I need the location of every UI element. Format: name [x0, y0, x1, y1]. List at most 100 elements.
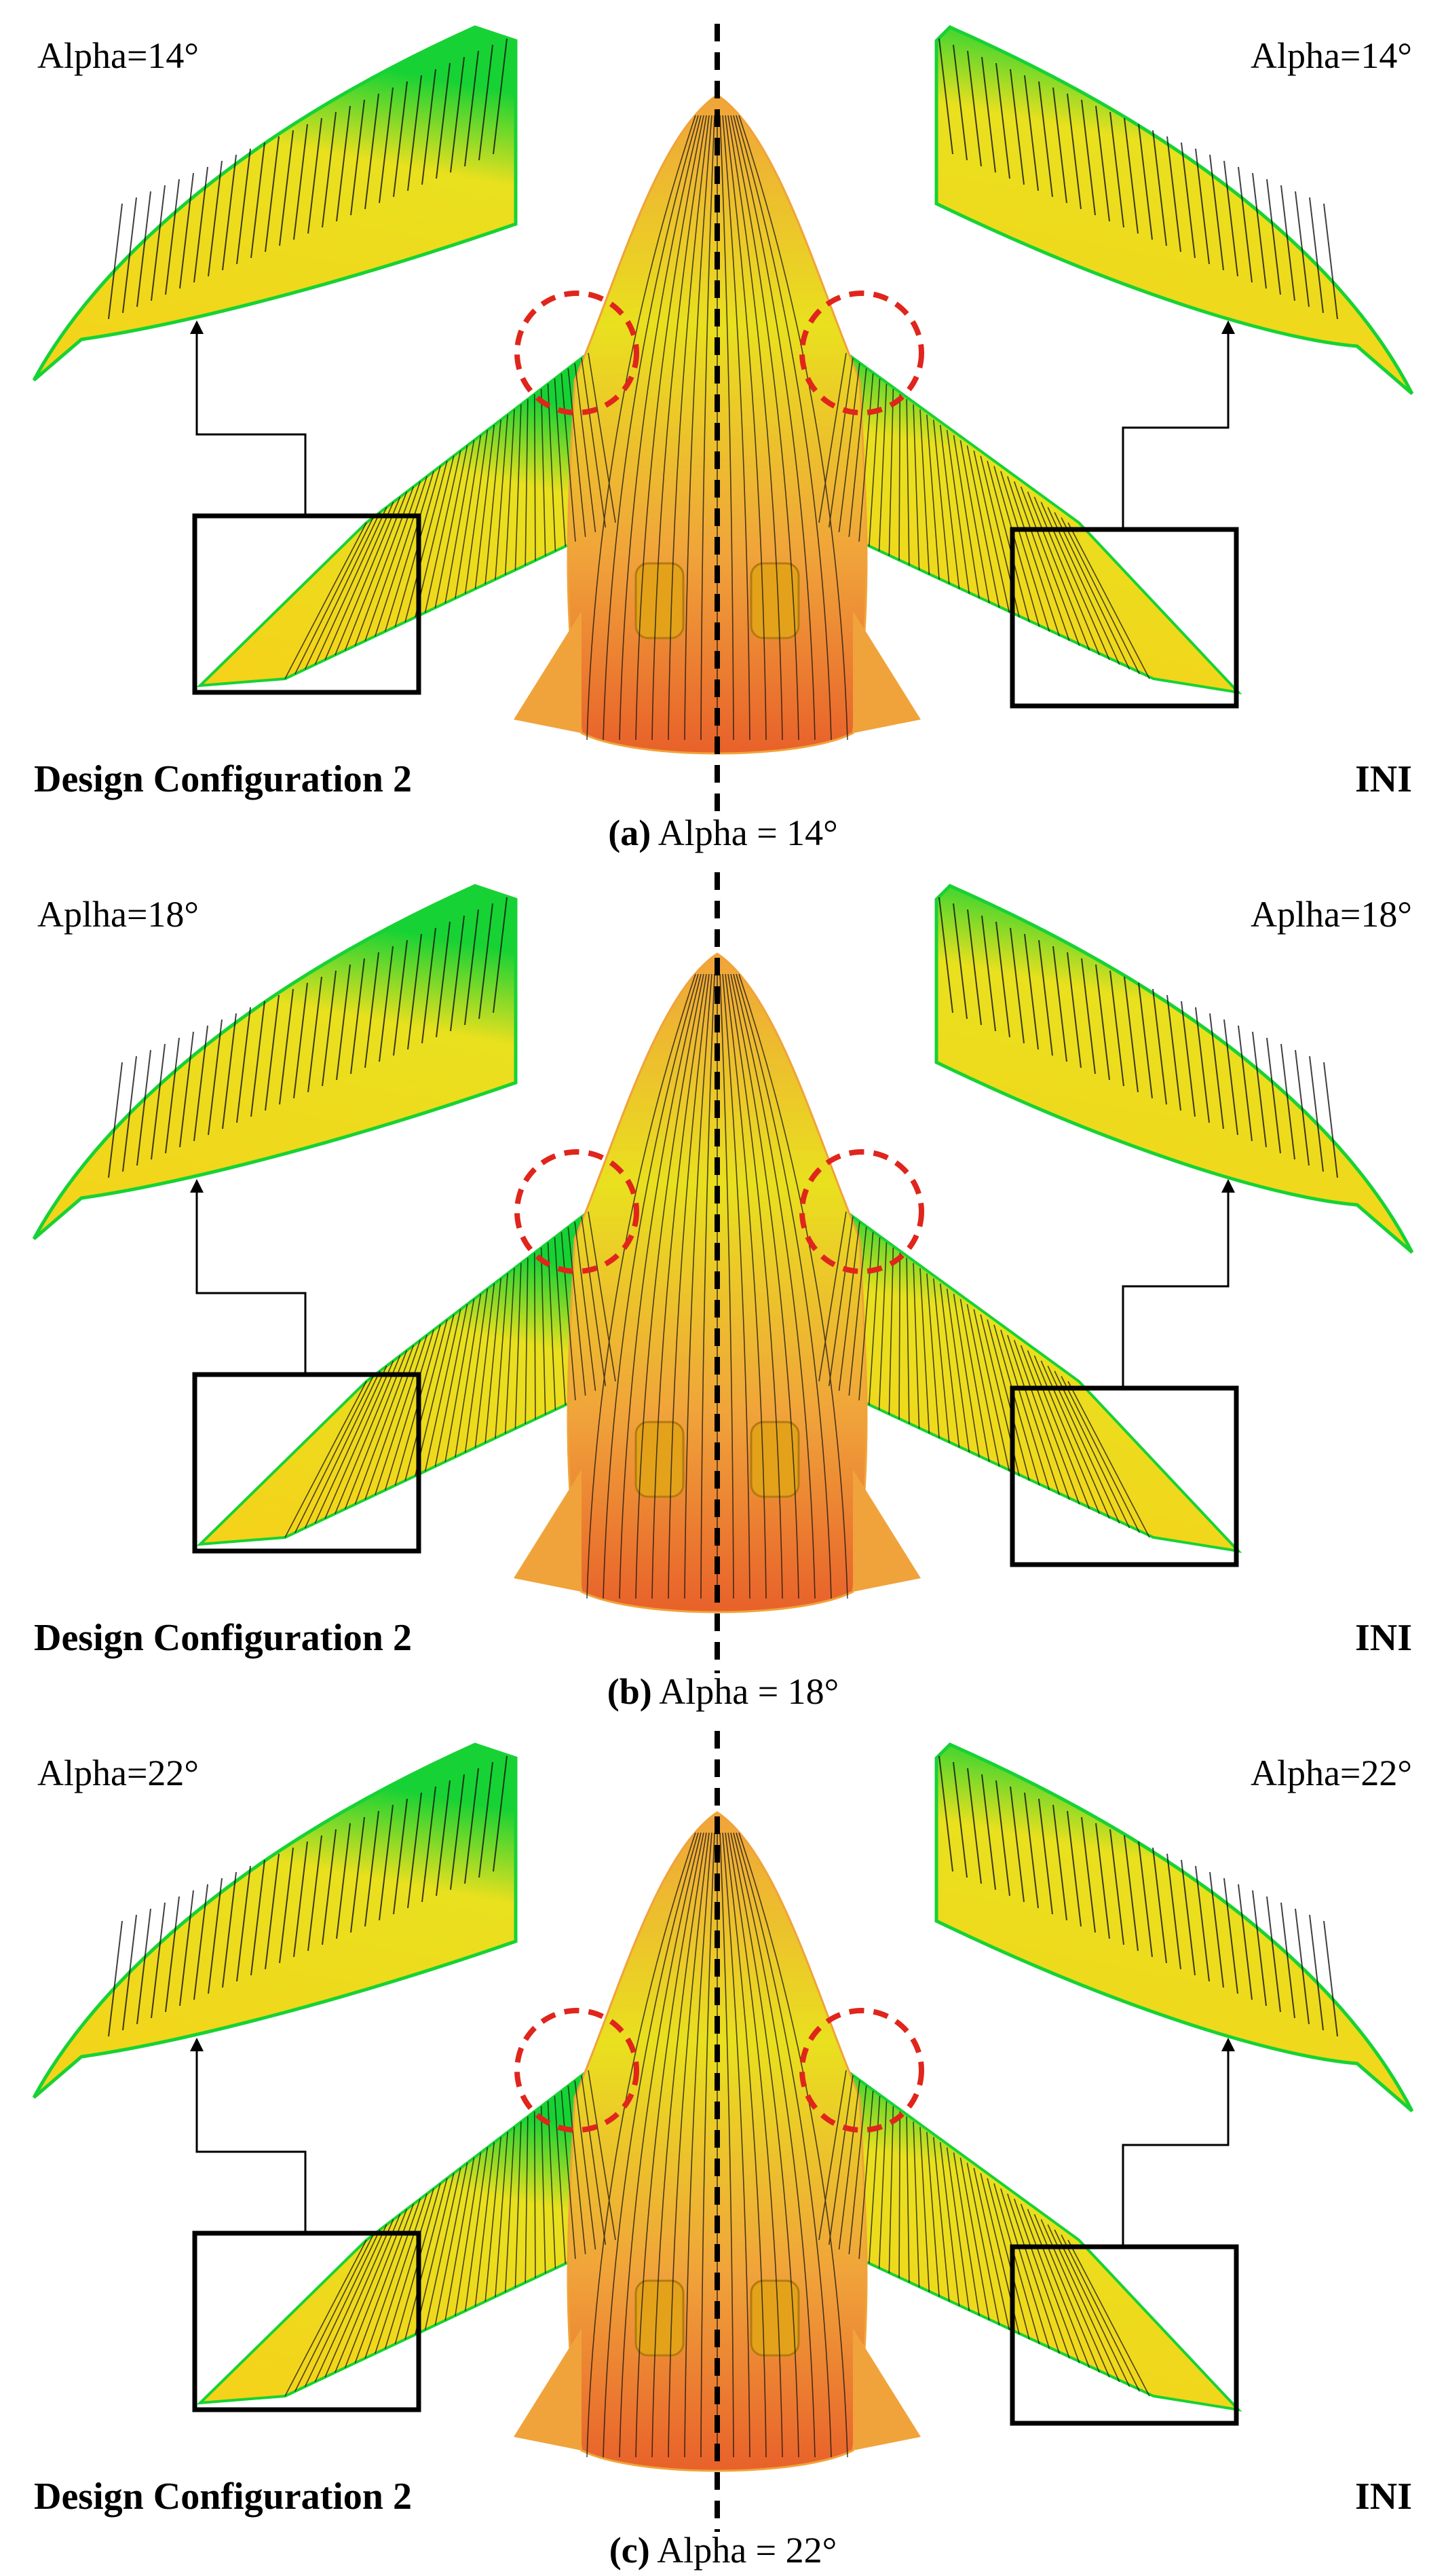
streamline	[906, 2116, 910, 2283]
streamline	[1095, 1823, 1110, 1939]
streamline	[953, 2152, 980, 2316]
streamline	[719, 115, 734, 741]
streamline	[736, 973, 832, 1599]
streamline	[284, 522, 367, 679]
streamline	[993, 466, 1040, 627]
streamline	[122, 1914, 137, 2031]
streamline	[966, 2163, 1000, 2326]
streamline	[514, 2121, 522, 2288]
streamline	[858, 1232, 874, 1400]
streamline	[236, 1007, 251, 1123]
streamline	[1266, 1037, 1281, 1154]
streamline	[926, 1273, 940, 1438]
streamline	[888, 1248, 894, 1415]
streamline	[379, 946, 394, 1062]
streamline	[1054, 512, 1130, 670]
streamline	[1027, 2209, 1090, 2368]
streamline	[1266, 179, 1281, 295]
streamline	[619, 1832, 702, 2458]
streamline-figure-alpha-14	[32, 24, 1414, 815]
streamline	[108, 1062, 123, 1178]
streamline	[324, 502, 394, 660]
streamline	[379, 87, 394, 204]
streamline	[878, 2101, 888, 2269]
streamline	[727, 973, 783, 1599]
streamline	[455, 1294, 482, 1457]
streamline	[733, 1832, 816, 2458]
streamline	[514, 404, 522, 570]
streamline	[1152, 130, 1167, 246]
streamline	[987, 2178, 1030, 2340]
streamline	[981, 1774, 996, 1890]
streamline	[668, 973, 710, 1599]
streamline	[165, 179, 180, 295]
streamline	[993, 2183, 1040, 2345]
streamline	[933, 419, 950, 584]
streamline	[444, 2157, 475, 2321]
streamline	[1138, 124, 1153, 240]
streamline	[838, 1222, 860, 1392]
streamline	[987, 460, 1030, 622]
streamline	[493, 38, 508, 155]
streamline	[1067, 952, 1082, 1068]
alpha-label-left: Alpha=22°	[37, 1753, 199, 1793]
streamline	[495, 2131, 508, 2297]
streamline	[738, 115, 848, 741]
streamline	[1252, 1890, 1267, 2006]
streamline	[1209, 154, 1224, 271]
streamline	[1000, 2188, 1050, 2349]
streamline	[1323, 1062, 1338, 1178]
zoom-box-right	[1010, 527, 1239, 709]
streamline	[1195, 1007, 1210, 1123]
streamline	[939, 424, 960, 589]
streamline	[1024, 933, 1039, 1050]
streamline	[953, 435, 980, 599]
streamline	[828, 2075, 854, 2245]
streamline	[136, 1049, 151, 1166]
streamline	[946, 2147, 970, 2311]
streamline	[586, 973, 696, 1599]
streamline	[279, 130, 294, 246]
streamline	[1238, 166, 1253, 283]
streamline	[828, 358, 854, 528]
streamline	[668, 1832, 710, 2458]
streamline	[888, 2106, 894, 2273]
zoom-box-right	[1010, 1385, 1239, 1567]
streamline	[1138, 1841, 1153, 1958]
streamline	[384, 1330, 434, 1491]
streamline	[995, 921, 1010, 1038]
streamline	[1095, 105, 1110, 222]
streamline	[1209, 1013, 1224, 1130]
streamline	[993, 1324, 1040, 1486]
streamline	[1054, 2229, 1130, 2387]
streamline	[1295, 191, 1310, 307]
streamline	[946, 430, 970, 594]
streamline	[484, 2137, 501, 2302]
right-tail-fin	[853, 2328, 921, 2450]
streamline	[1081, 1816, 1096, 1933]
streamline	[364, 93, 379, 210]
streamline	[1033, 2214, 1100, 2373]
streamline	[733, 973, 816, 1599]
arrow-head-right	[1221, 1179, 1235, 1193]
panel-alpha-22: Alpha=22° Alpha=22° Design Configuration…	[0, 1717, 1446, 2576]
streamline	[525, 399, 529, 565]
inset-streamlines	[108, 1755, 1338, 2037]
caption-letter: (b)	[607, 1671, 652, 1712]
streamline	[108, 203, 123, 320]
streamline	[193, 1025, 208, 1142]
streamline	[1067, 1381, 1150, 1538]
streamline	[567, 368, 586, 537]
streamline	[444, 1299, 475, 1462]
streamline	[250, 142, 265, 259]
streamline	[1209, 1871, 1224, 1988]
streamline-figure-alpha-18	[32, 872, 1414, 1673]
streamline	[1024, 75, 1039, 191]
streamline	[848, 1227, 867, 1396]
caption-text: Alpha = 14°	[658, 813, 838, 853]
inset-wing-left	[32, 1742, 518, 2099]
streamline	[1238, 1884, 1253, 2000]
streamline	[1052, 1804, 1067, 1921]
streamline	[719, 1832, 734, 2458]
streamline	[1309, 197, 1324, 314]
